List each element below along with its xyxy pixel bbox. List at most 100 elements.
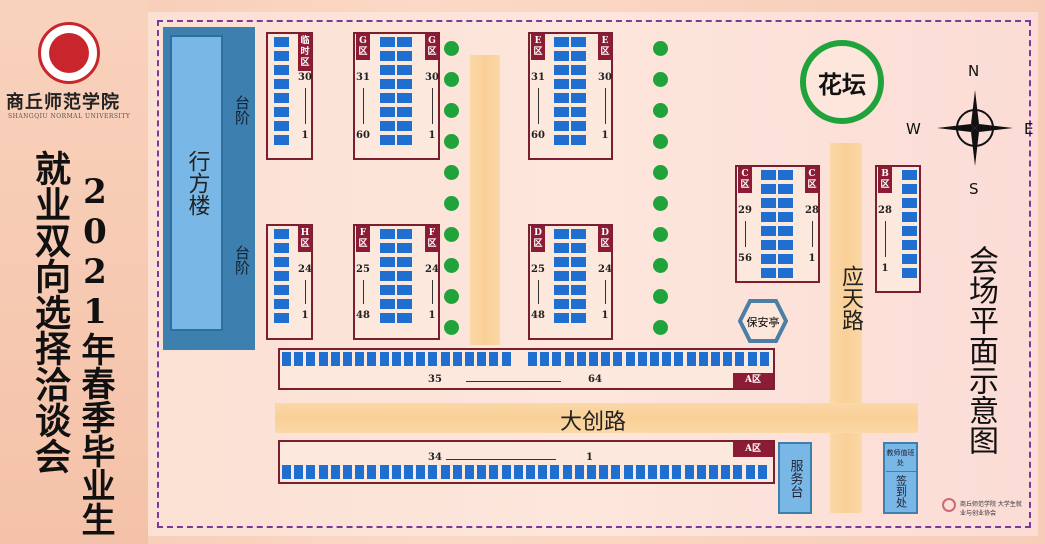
booth[interactable]	[379, 299, 395, 309]
booth[interactable]	[902, 226, 917, 236]
booth[interactable]	[318, 465, 328, 479]
booth[interactable]	[396, 299, 412, 309]
booth[interactable]	[570, 65, 586, 75]
booth[interactable]	[440, 465, 450, 479]
booth[interactable]	[777, 170, 793, 180]
booth[interactable]	[396, 121, 412, 131]
booth[interactable]	[777, 268, 793, 278]
booth[interactable]	[553, 107, 569, 117]
booth[interactable]	[777, 254, 793, 264]
booth[interactable]	[379, 135, 395, 145]
booth[interactable]	[367, 352, 377, 366]
booth[interactable]	[674, 352, 684, 366]
booth[interactable]	[318, 352, 328, 366]
booth[interactable]	[570, 93, 586, 103]
booth[interactable]	[396, 51, 412, 61]
booth[interactable]	[526, 465, 535, 479]
booth[interactable]	[274, 243, 289, 253]
booth[interactable]	[404, 352, 413, 366]
booth[interactable]	[274, 107, 289, 117]
booth[interactable]	[648, 465, 657, 479]
booth[interactable]	[553, 257, 569, 267]
booth[interactable]	[902, 198, 917, 208]
booth[interactable]	[379, 51, 395, 61]
booth[interactable]	[501, 352, 511, 366]
booth[interactable]	[698, 352, 708, 366]
booth[interactable]	[777, 226, 793, 236]
booth[interactable]	[660, 465, 670, 479]
booth[interactable]	[294, 465, 304, 479]
booth[interactable]	[391, 465, 401, 479]
booth[interactable]	[589, 352, 598, 366]
booth[interactable]	[528, 352, 537, 366]
booth[interactable]	[777, 212, 793, 222]
booth[interactable]	[294, 352, 304, 366]
booth[interactable]	[902, 240, 917, 250]
booth[interactable]	[396, 229, 412, 239]
booth[interactable]	[553, 243, 569, 253]
booth[interactable]	[672, 465, 682, 479]
booth[interactable]	[553, 93, 569, 103]
booth[interactable]	[625, 352, 635, 366]
booth[interactable]	[282, 465, 291, 479]
booth[interactable]	[570, 257, 586, 267]
booth[interactable]	[274, 285, 289, 295]
booth[interactable]	[440, 352, 450, 366]
booth[interactable]	[553, 299, 569, 309]
booth[interactable]	[902, 254, 917, 264]
booth[interactable]	[477, 465, 487, 479]
booth[interactable]	[428, 352, 438, 366]
booth[interactable]	[902, 184, 917, 194]
booth[interactable]	[274, 271, 289, 281]
booth[interactable]	[553, 285, 569, 295]
booth[interactable]	[396, 271, 412, 281]
booth[interactable]	[396, 313, 412, 323]
booth[interactable]	[282, 352, 291, 366]
booth[interactable]	[452, 465, 462, 479]
booth[interactable]	[635, 465, 645, 479]
booth[interactable]	[330, 352, 340, 366]
booth[interactable]	[550, 465, 560, 479]
booth[interactable]	[379, 285, 395, 295]
booth[interactable]	[902, 268, 917, 278]
booth[interactable]	[570, 271, 586, 281]
booth[interactable]	[745, 465, 755, 479]
booth[interactable]	[553, 121, 569, 131]
booth[interactable]	[623, 465, 633, 479]
booth[interactable]	[553, 51, 569, 61]
booth[interactable]	[379, 465, 389, 479]
booth[interactable]	[570, 285, 586, 295]
booth[interactable]	[274, 257, 289, 267]
booth[interactable]	[391, 352, 401, 366]
booth[interactable]	[570, 135, 586, 145]
booth[interactable]	[379, 107, 395, 117]
booth[interactable]	[711, 352, 720, 366]
booth[interactable]	[576, 352, 586, 366]
booth[interactable]	[396, 37, 412, 47]
booth[interactable]	[733, 465, 743, 479]
booth[interactable]	[330, 465, 340, 479]
booth[interactable]	[396, 257, 412, 267]
booth[interactable]	[379, 79, 395, 89]
booth[interactable]	[343, 352, 352, 366]
booth[interactable]	[404, 465, 413, 479]
booth[interactable]	[562, 465, 572, 479]
booth[interactable]	[274, 229, 289, 239]
booth[interactable]	[540, 352, 550, 366]
booth[interactable]	[553, 79, 569, 89]
booth[interactable]	[587, 465, 596, 479]
booth[interactable]	[274, 121, 289, 131]
booth[interactable]	[747, 352, 757, 366]
booth[interactable]	[489, 465, 499, 479]
booth[interactable]	[396, 65, 412, 75]
booth[interactable]	[379, 229, 395, 239]
booth[interactable]	[570, 243, 586, 253]
booth[interactable]	[759, 352, 769, 366]
booth[interactable]	[553, 271, 569, 281]
booth[interactable]	[465, 352, 474, 366]
booth[interactable]	[760, 212, 776, 222]
booth[interactable]	[686, 352, 696, 366]
booth[interactable]	[379, 37, 395, 47]
booth[interactable]	[538, 465, 548, 479]
booth[interactable]	[396, 285, 412, 295]
